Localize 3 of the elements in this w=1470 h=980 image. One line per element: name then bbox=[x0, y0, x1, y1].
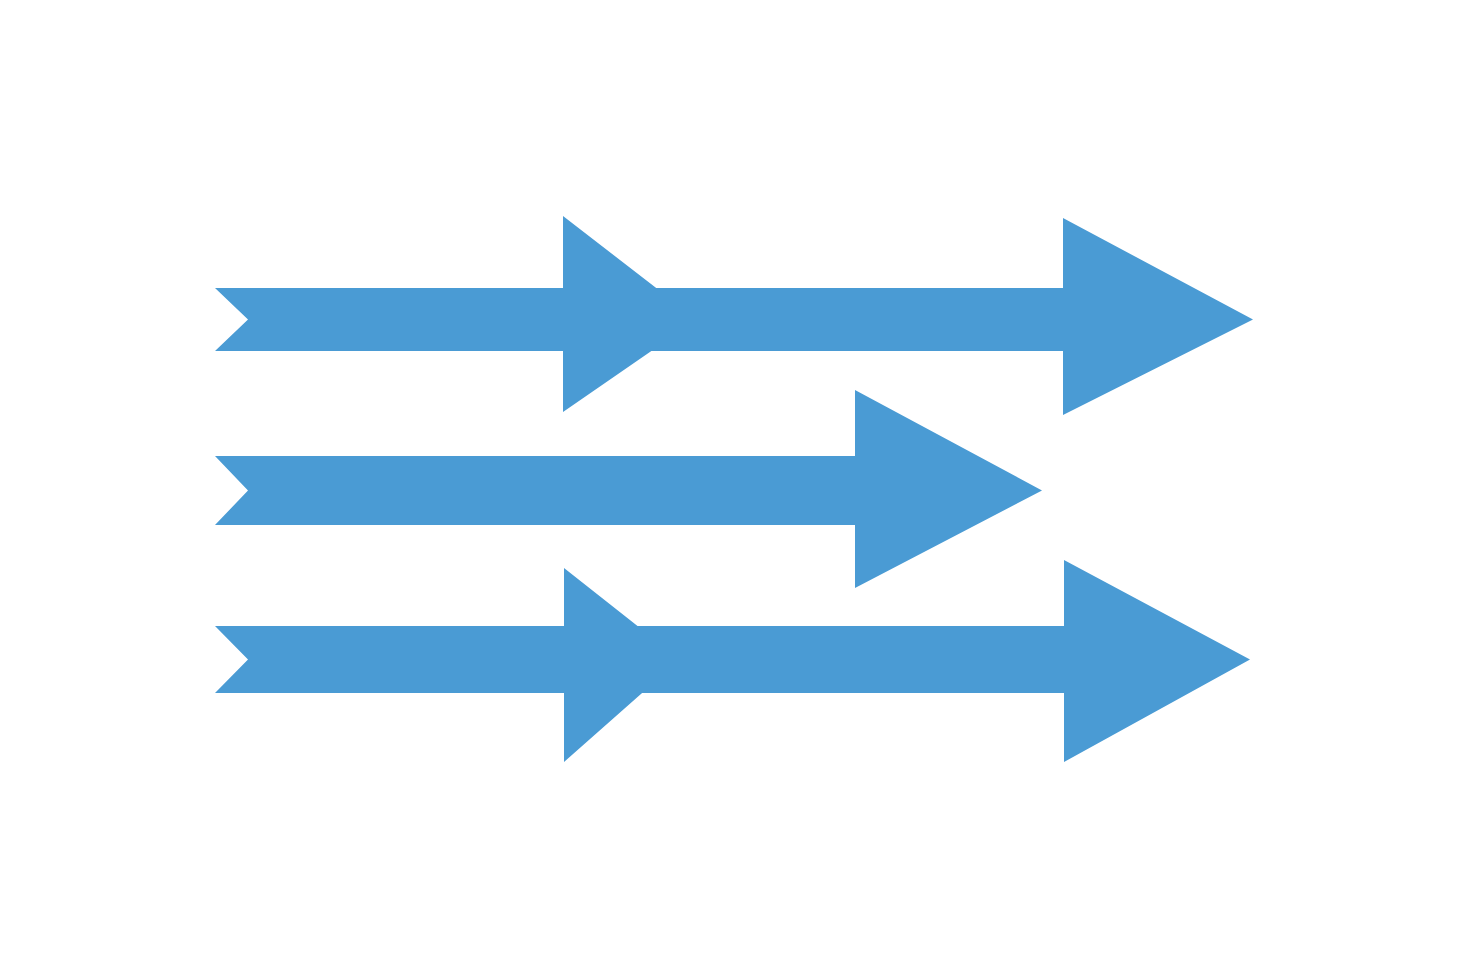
arrow-shape bbox=[215, 560, 1250, 762]
arrow-shape bbox=[215, 390, 1042, 588]
arrow-shape bbox=[215, 216, 1253, 415]
